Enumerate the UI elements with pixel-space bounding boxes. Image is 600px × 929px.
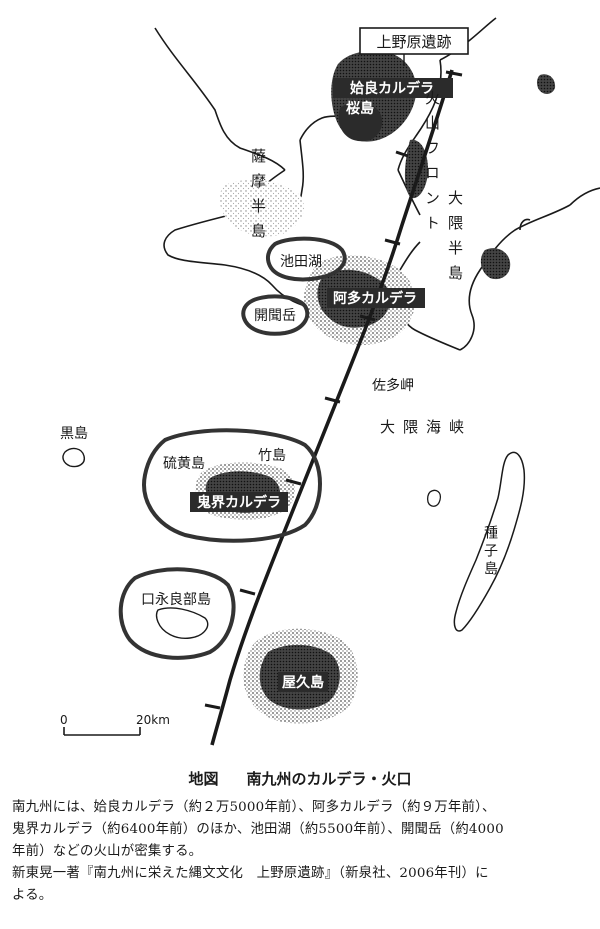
osumi-stipple bbox=[404, 139, 428, 199]
volcanic-front-line bbox=[204, 69, 463, 746]
tanegashima-island bbox=[453, 451, 526, 632]
osumi-stipple-3 bbox=[536, 74, 556, 94]
caption-title: 地図 南九州のカルデラ・火口 bbox=[0, 768, 600, 789]
kuroshima-island bbox=[62, 447, 85, 468]
label-tanegashima: 種子島 bbox=[482, 525, 498, 579]
label-yakushima: 屋久島 bbox=[282, 674, 324, 691]
caption-body: 南九州には、姶良カルデラ（約２万5000年前）、阿多カルデラ（約９万年前）、 鬼… bbox=[12, 797, 590, 907]
scale-end: 20km bbox=[136, 713, 170, 727]
label-kikai-caldera: 鬼界カルデラ bbox=[197, 494, 281, 511]
label-kuchinoerabujima: 口永良部島 bbox=[141, 592, 211, 608]
label-aira-caldera: 姶良カルデラ bbox=[350, 80, 434, 97]
kuchinoerabujima-island bbox=[155, 607, 209, 639]
map-figure: 上野原遺跡 姶良カルデラ 桜島 阿多カルデラ 鬼界カルデラ 池田湖 開聞岳 薩摩… bbox=[60, 17, 600, 746]
label-iojima: 硫黄島 bbox=[163, 455, 205, 472]
ata-label-bg bbox=[327, 288, 425, 308]
satsuma-stipple bbox=[219, 179, 304, 237]
caption-line: 鬼界カルデラ（約6400年前）のほか、池田湖（約5500年前）、開聞岳（約400… bbox=[12, 822, 504, 837]
caption-line: 南九州には、姶良カルデラ（約２万5000年前）、阿多カルデラ（約９万年前）、 bbox=[12, 800, 496, 815]
highlight-circles bbox=[118, 236, 347, 660]
label-sata-cape: 佐多岬 bbox=[372, 377, 414, 394]
label-osumi-strait: 大隈海峡 bbox=[380, 418, 472, 436]
map-canvas: 上野原遺跡 姶良カルデラ 桜島 阿多カルデラ 鬼界カルデラ 池田湖 開聞岳 薩摩… bbox=[60, 17, 600, 746]
caption-line: よる。 bbox=[12, 888, 53, 903]
scale-bar bbox=[63, 727, 141, 736]
label-satsuma-peninsula: 薩摩半島 bbox=[249, 148, 267, 248]
yakushima-label-bg bbox=[278, 672, 328, 692]
caption-subtitle: 南九州のカルデラ・火口 bbox=[246, 770, 412, 788]
caption-title-label: 地図 bbox=[188, 770, 219, 788]
kikai-label-bg bbox=[190, 492, 288, 512]
caption-line: 年前）などの火山が密集する。 bbox=[12, 844, 203, 859]
site-label-box bbox=[359, 27, 469, 55]
site-label: 上野原遺跡 bbox=[376, 33, 451, 51]
label-ikeda-lake: 池田湖 bbox=[280, 254, 322, 270]
label-takeshima: 竹島 bbox=[258, 448, 286, 464]
label-volcanic-front: 火山フロント bbox=[423, 90, 441, 240]
osumi-stipple-2 bbox=[480, 248, 511, 280]
small-island-east bbox=[426, 489, 442, 507]
caption-line: 新東晃一著『南九州に栄えた縄文文化 上野原遺跡』（新泉社、2006年刊）に bbox=[12, 866, 489, 881]
label-kaimondake: 開聞岳 bbox=[254, 308, 296, 324]
aira-label-bg bbox=[333, 78, 453, 98]
label-kuroshima: 黒島 bbox=[60, 426, 88, 442]
label-ata-caldera: 阿多カルデラ bbox=[333, 290, 417, 307]
label-osumi-peninsula: 大隈半島 bbox=[446, 190, 464, 290]
scale-start: 0 bbox=[60, 713, 68, 727]
label-sakurajima: 桜島 bbox=[346, 100, 374, 117]
